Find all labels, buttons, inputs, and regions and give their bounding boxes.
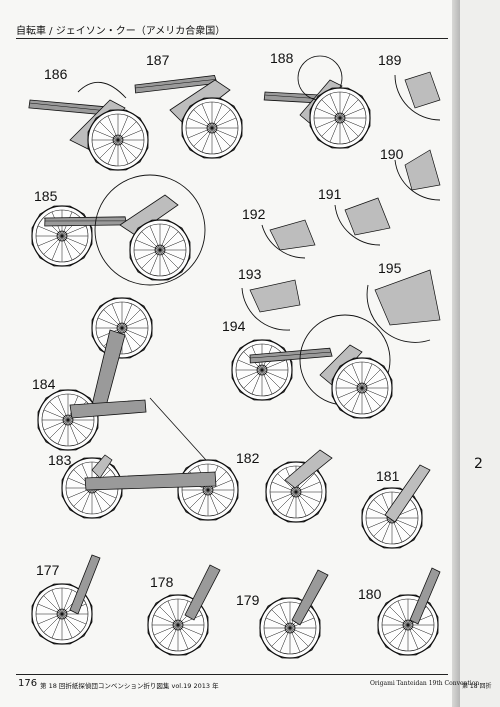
step-180: 180 [358, 586, 382, 602]
diagram-185 [31, 174, 206, 286]
step-193: 193 [238, 266, 262, 282]
step-178: 178 [150, 574, 174, 590]
step-181: 181 [376, 468, 400, 484]
step-189: 189 [378, 52, 402, 68]
step-194: 194 [222, 318, 246, 334]
step-187: 187 [146, 52, 170, 68]
diagram-179 [259, 569, 329, 659]
next-page-edge [460, 0, 500, 707]
step-184: 184 [32, 376, 56, 392]
footer-japanese: 第 18 回折紙探偵団コンベンション折り図集 vol.19 2013 年 [40, 682, 219, 690]
diagram-191 [334, 197, 391, 246]
diagram-177 [31, 554, 101, 645]
diagram-194 [231, 314, 393, 419]
step-179: 179 [236, 592, 260, 608]
diagram-186 [28, 82, 149, 171]
diagram-193 [241, 279, 301, 331]
next-page-digit: 2 [474, 456, 483, 472]
next-page-footer: 第 18 回折 [462, 683, 492, 690]
diagram-189 [394, 71, 441, 121]
diagram-192 [261, 219, 316, 259]
step-185: 185 [34, 188, 58, 204]
step-186: 186 [44, 66, 68, 82]
step-192: 192 [242, 206, 266, 222]
page-number: 176 [18, 678, 38, 689]
page-header: 自転車 / ジェイソン・クー（アメリカ合衆国） [16, 26, 226, 37]
step-183: 183 [48, 452, 72, 468]
step-188: 188 [270, 50, 294, 66]
step-190: 190 [380, 146, 404, 162]
footer-rule [16, 674, 448, 675]
step-191: 191 [318, 186, 342, 202]
diagram-183 [61, 454, 239, 521]
diagram-181 [361, 464, 431, 549]
diagram-184 [37, 297, 216, 471]
diagram-187 [134, 74, 243, 159]
diagram-182 [265, 449, 333, 523]
step-182: 182 [236, 450, 260, 466]
diagram-188 [263, 55, 371, 149]
footer-english: Origami Tanteidan 19th Convention [370, 680, 480, 687]
step-177: 177 [36, 562, 60, 578]
diagram-178 [147, 564, 221, 656]
header-rule [16, 38, 448, 39]
diagram-190 [394, 149, 441, 201]
diagram-195 [366, 269, 441, 343]
diagram-180 [377, 567, 441, 656]
folding-diagrams [28, 55, 441, 659]
step-195: 195 [378, 260, 402, 276]
